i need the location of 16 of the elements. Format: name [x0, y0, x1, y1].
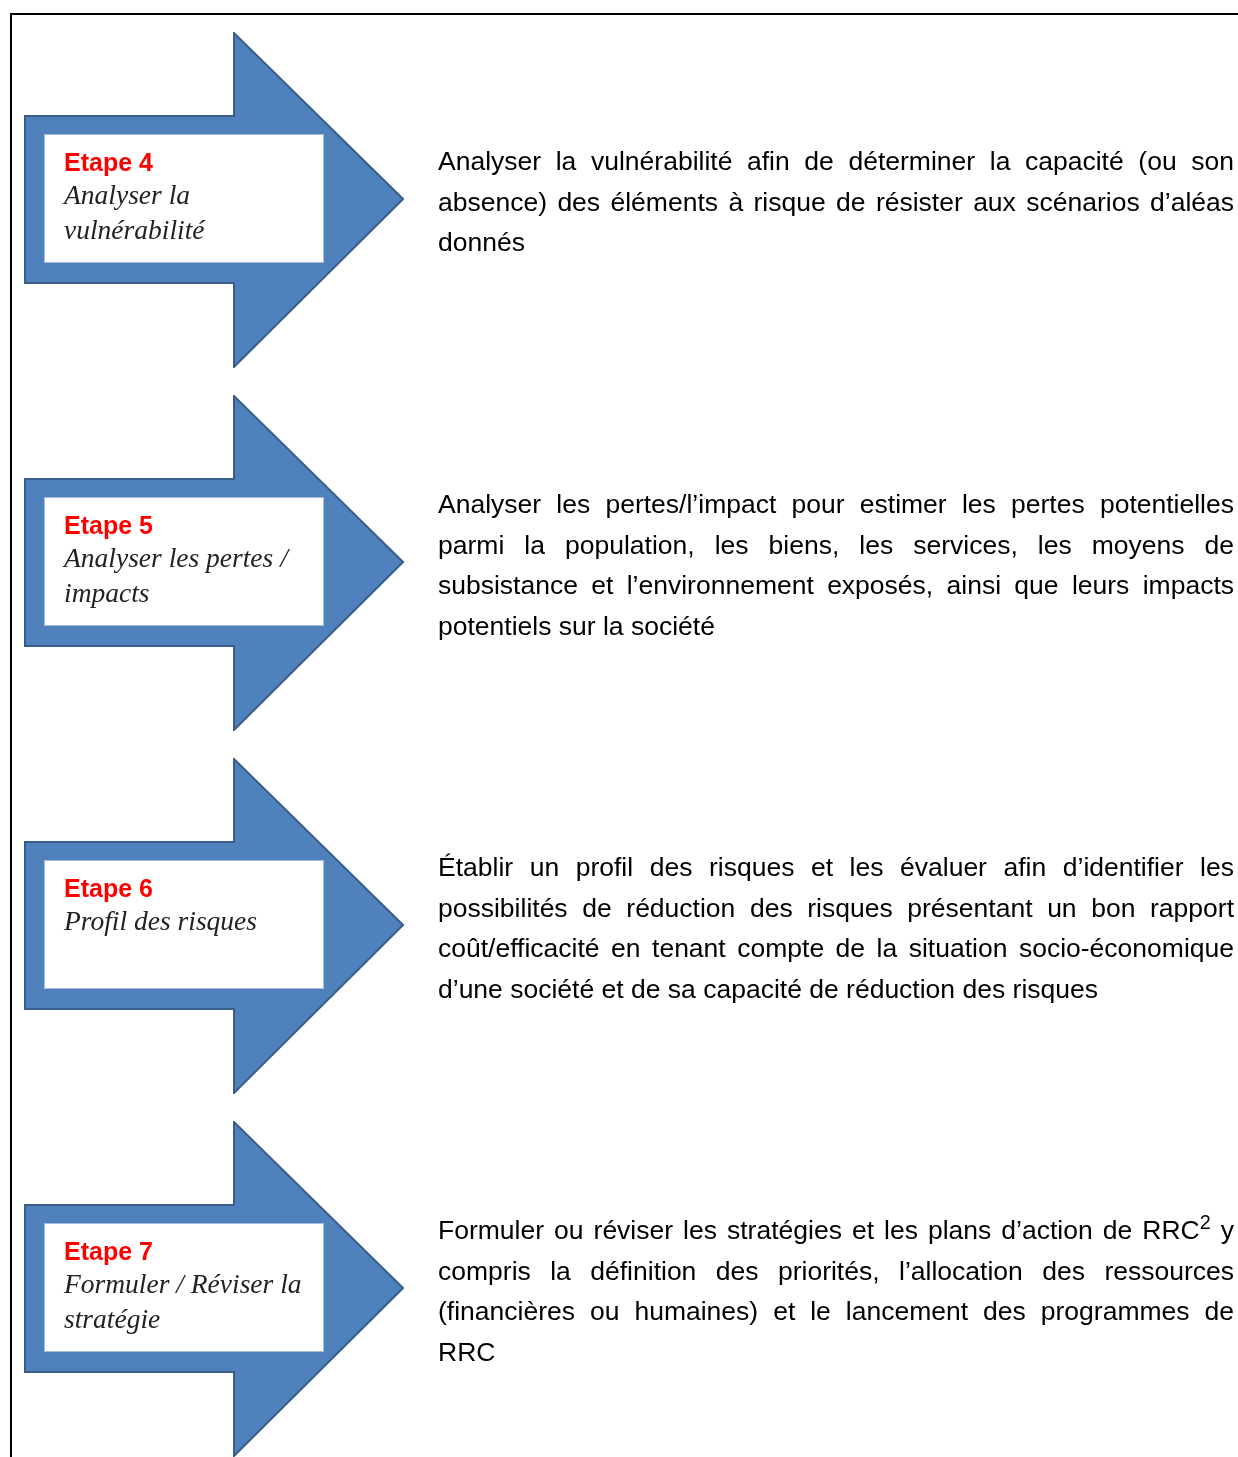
step-number: Etape 7	[64, 1236, 154, 1266]
step-card	[24, 758, 404, 1094]
step-description: Formuler ou réviser les stratégies et les plans d’action de RRC$^{2}$ y compris la définition des priorités, l’allocation des ressources (financières ou humaines) et le lancement des programmes de RRC	[438, 1210, 1234, 1369]
step-number: Etape 5	[64, 510, 154, 540]
step-description: Établir un profil des risques et les évaluer afin d’identifier les possibilités de réduction des risques présentant un bon rapport coût/efficacité en tenant compte de la situation socio-économique d’une société et de sa capacité de réduction des risques	[438, 851, 1234, 1006]
step-title: Formuler / Réviser la stratégie	[64, 1267, 303, 1336]
step-card	[24, 1121, 404, 1457]
step-title: Analyser la vulnérabilité	[64, 178, 207, 247]
step-description: Analyser la vulnérabilité afin de déterminer la capacité (ou son absence) des éléments à risque de résister aux scénarios d’aléas donnés	[438, 145, 1234, 260]
step-number: Etape 6	[64, 873, 154, 903]
step-title: Profil des risques	[64, 904, 258, 938]
step-description: Analyser les pertes/l’impact pour estimer les pertes potentielles parmi la population, les biens, les services, les moyens de subsistance et l’environnement exposés, ainsi que leurs impacts potentiels sur la société	[438, 488, 1234, 643]
step-card	[24, 395, 404, 731]
step-title: Analyser les pertes / impacts	[64, 541, 291, 610]
step-card	[24, 32, 404, 368]
step-number: Etape 4	[64, 147, 154, 177]
